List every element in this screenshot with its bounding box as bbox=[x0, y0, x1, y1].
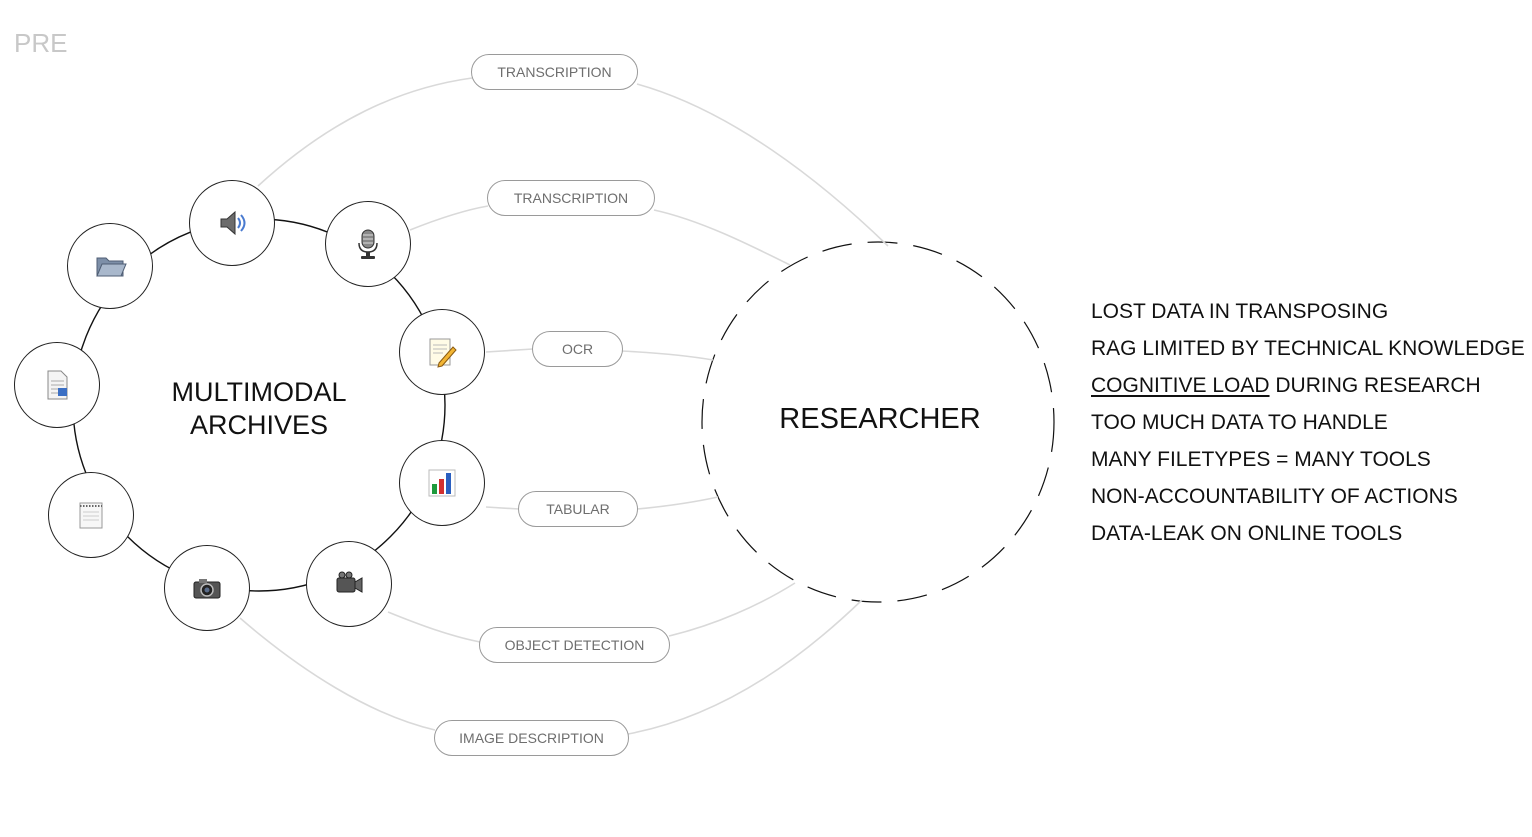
issue-highlight: COGNITIVE LOAD bbox=[1091, 374, 1270, 397]
file-node-speaker[interactable] bbox=[189, 180, 275, 266]
archives-title: MULTIMODAL ARCHIVES bbox=[148, 376, 370, 442]
issue-item: NON-ACCOUNTABILITY OF ACTIONS bbox=[1091, 485, 1458, 508]
file-node-document[interactable] bbox=[14, 342, 100, 428]
text-edit-icon bbox=[429, 338, 457, 368]
issue-item: RAG LIMITED BY TECHNICAL KNOWLEDGE bbox=[1091, 337, 1525, 360]
connector-camera-description bbox=[239, 617, 436, 731]
document-icon bbox=[47, 370, 68, 400]
issue-item: MANY FILETYPES = MANY TOOLS bbox=[1091, 448, 1431, 471]
process-pill-tabular[interactable]: TABULAR bbox=[518, 491, 638, 527]
connector-description-researcher bbox=[627, 599, 863, 735]
researcher-title: RESEARCHER bbox=[779, 403, 981, 435]
file-node-microphone[interactable] bbox=[325, 201, 411, 287]
folder-icon bbox=[96, 257, 127, 277]
connector-tabular-researcher bbox=[636, 496, 719, 510]
file-node-camera[interactable] bbox=[164, 545, 250, 631]
issue-item: COGNITIVE LOAD DURING RESEARCH bbox=[1091, 372, 1525, 409]
process-pill-ocr[interactable]: OCR bbox=[532, 331, 623, 367]
notepad-icon bbox=[79, 502, 103, 529]
issue-item: DATA-LEAK ON ONLINE TOOLS bbox=[1091, 522, 1403, 545]
archives-title-line1: MULTIMODAL bbox=[171, 377, 347, 407]
file-node-text-edit[interactable] bbox=[399, 309, 485, 395]
archives-title-line2: ARCHIVES bbox=[189, 410, 329, 440]
stage-label: PRE bbox=[14, 28, 68, 58]
file-node-video-camera[interactable] bbox=[306, 541, 392, 627]
connector-chart-tabular bbox=[485, 506, 520, 510]
connector-transcription-researcher bbox=[636, 83, 889, 247]
connector-ocr-researcher bbox=[621, 350, 714, 361]
process-pill-object-detection[interactable]: OBJECT DETECTION bbox=[479, 627, 670, 663]
researcher-ring bbox=[701, 241, 1055, 603]
file-node-folder[interactable] bbox=[67, 223, 153, 309]
file-node-chart[interactable] bbox=[399, 440, 485, 526]
process-pill-image-description[interactable]: IMAGE DESCRIPTION bbox=[434, 720, 629, 756]
connector-mic-transcription bbox=[409, 205, 489, 231]
video-camera-icon bbox=[336, 571, 363, 593]
issue-item: LOST DATA IN TRANSPOSING bbox=[1091, 300, 1389, 323]
connector-transcription2-researcher bbox=[653, 209, 791, 266]
process-pill-transcription-audio[interactable]: TRANSCRIPTION bbox=[471, 54, 638, 90]
connector-video-detection bbox=[387, 611, 481, 643]
speaker-icon bbox=[220, 210, 246, 236]
process-pill-transcription-voice[interactable]: TRANSCRIPTION bbox=[487, 180, 655, 216]
file-node-notepad[interactable] bbox=[48, 472, 134, 558]
issues-list: LOST DATA IN TRANSPOSING RAG LIMITED BY … bbox=[1091, 298, 1525, 557]
camera-icon bbox=[193, 579, 221, 599]
connector-edit-ocr bbox=[485, 348, 534, 353]
microphone-icon bbox=[358, 229, 378, 259]
bar-chart-icon bbox=[428, 469, 456, 497]
issue-item: TOO MUCH DATA TO HANDLE bbox=[1091, 411, 1388, 434]
issue-item-rest: DURING RESEARCH bbox=[1269, 374, 1481, 397]
connector-speaker-transcription bbox=[257, 77, 473, 187]
connector-detection-researcher bbox=[668, 582, 796, 637]
